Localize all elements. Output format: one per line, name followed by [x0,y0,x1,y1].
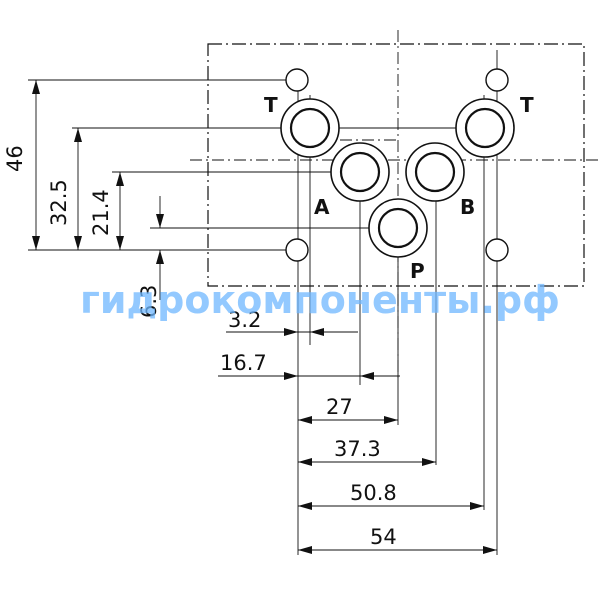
svg-text:21.4: 21.4 [89,189,113,236]
port-label-a: A [314,195,330,219]
port-label-t-right: T [520,93,534,117]
port-label-p: P [410,259,425,283]
dim-46: 46 [3,80,40,250]
dim-32-5: 32.5 [47,128,82,250]
dim-16-7: 16.7 [218,351,400,380]
plate-outline [207,43,585,287]
mounting-hole-bottom-right [485,238,509,262]
port-label-t-left: T [264,93,278,117]
port-p [368,198,428,258]
port-t-left [280,98,340,158]
dim-27: 27 [298,395,398,424]
watermark-text: гидрокомпоненты.рф [80,278,560,322]
svg-text:46: 46 [3,145,27,172]
svg-text:27: 27 [326,395,353,419]
svg-text:6.3: 6.3 [137,285,161,318]
port-t-right [455,98,515,158]
port-a [330,142,390,202]
svg-text:3.2: 3.2 [228,308,261,332]
svg-text:16.7: 16.7 [220,351,267,375]
mounting-hole-top-left [285,68,309,92]
svg-text:50.8: 50.8 [350,481,397,505]
svg-text:54: 54 [370,525,397,549]
dim-54: 54 [298,525,497,554]
port-label-b: B [460,195,475,219]
dim-50-8: 50.8 [298,481,484,510]
mounting-hole-top-right [485,68,509,92]
svg-text:37.3: 37.3 [334,437,381,461]
dim-37-3: 37.3 [298,437,436,466]
dim-6-3: 6.3 [137,196,164,318]
dim-3-2: 3.2 [226,308,358,336]
port-b [405,142,465,202]
svg-text:32.5: 32.5 [47,179,71,226]
mounting-hole-bottom-left [285,238,309,262]
dim-21-4: 21.4 [89,172,124,250]
